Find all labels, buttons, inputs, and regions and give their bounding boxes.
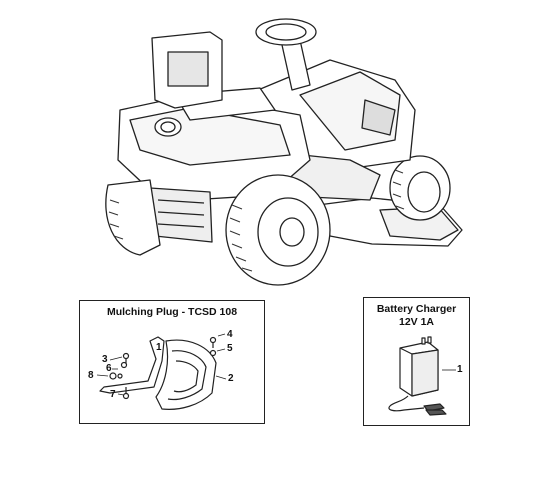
mulching-plug-title: Mulching Plug - TCSD 108 bbox=[106, 306, 238, 318]
battery-charger-panel: Battery Charger 12V 1A 1 bbox=[363, 297, 470, 426]
mulching-plug-panel: Mulching Plug - TCSD 108 bbox=[79, 300, 265, 424]
callout-8: 8 bbox=[88, 370, 94, 381]
riding-mower-illustration bbox=[105, 18, 463, 286]
callout-5: 5 bbox=[227, 343, 233, 354]
battery-charger-title: Battery Charger 12V 1A bbox=[364, 303, 469, 329]
callout-1: 1 bbox=[156, 342, 162, 353]
callout-3: 3 bbox=[102, 354, 108, 365]
battery-charger-title-line1: Battery Charger bbox=[376, 303, 457, 315]
battery-charger-title-line2: 12V 1A bbox=[398, 316, 435, 328]
callout-2: 2 bbox=[228, 373, 234, 384]
callout-6: 6 bbox=[106, 363, 112, 374]
callout-7: 7 bbox=[110, 389, 116, 400]
battery-charger-drawing bbox=[388, 336, 456, 416]
callout-4: 4 bbox=[227, 329, 233, 340]
mulching-plug-drawing bbox=[96, 333, 227, 410]
callout-battery-1: 1 bbox=[457, 364, 463, 375]
